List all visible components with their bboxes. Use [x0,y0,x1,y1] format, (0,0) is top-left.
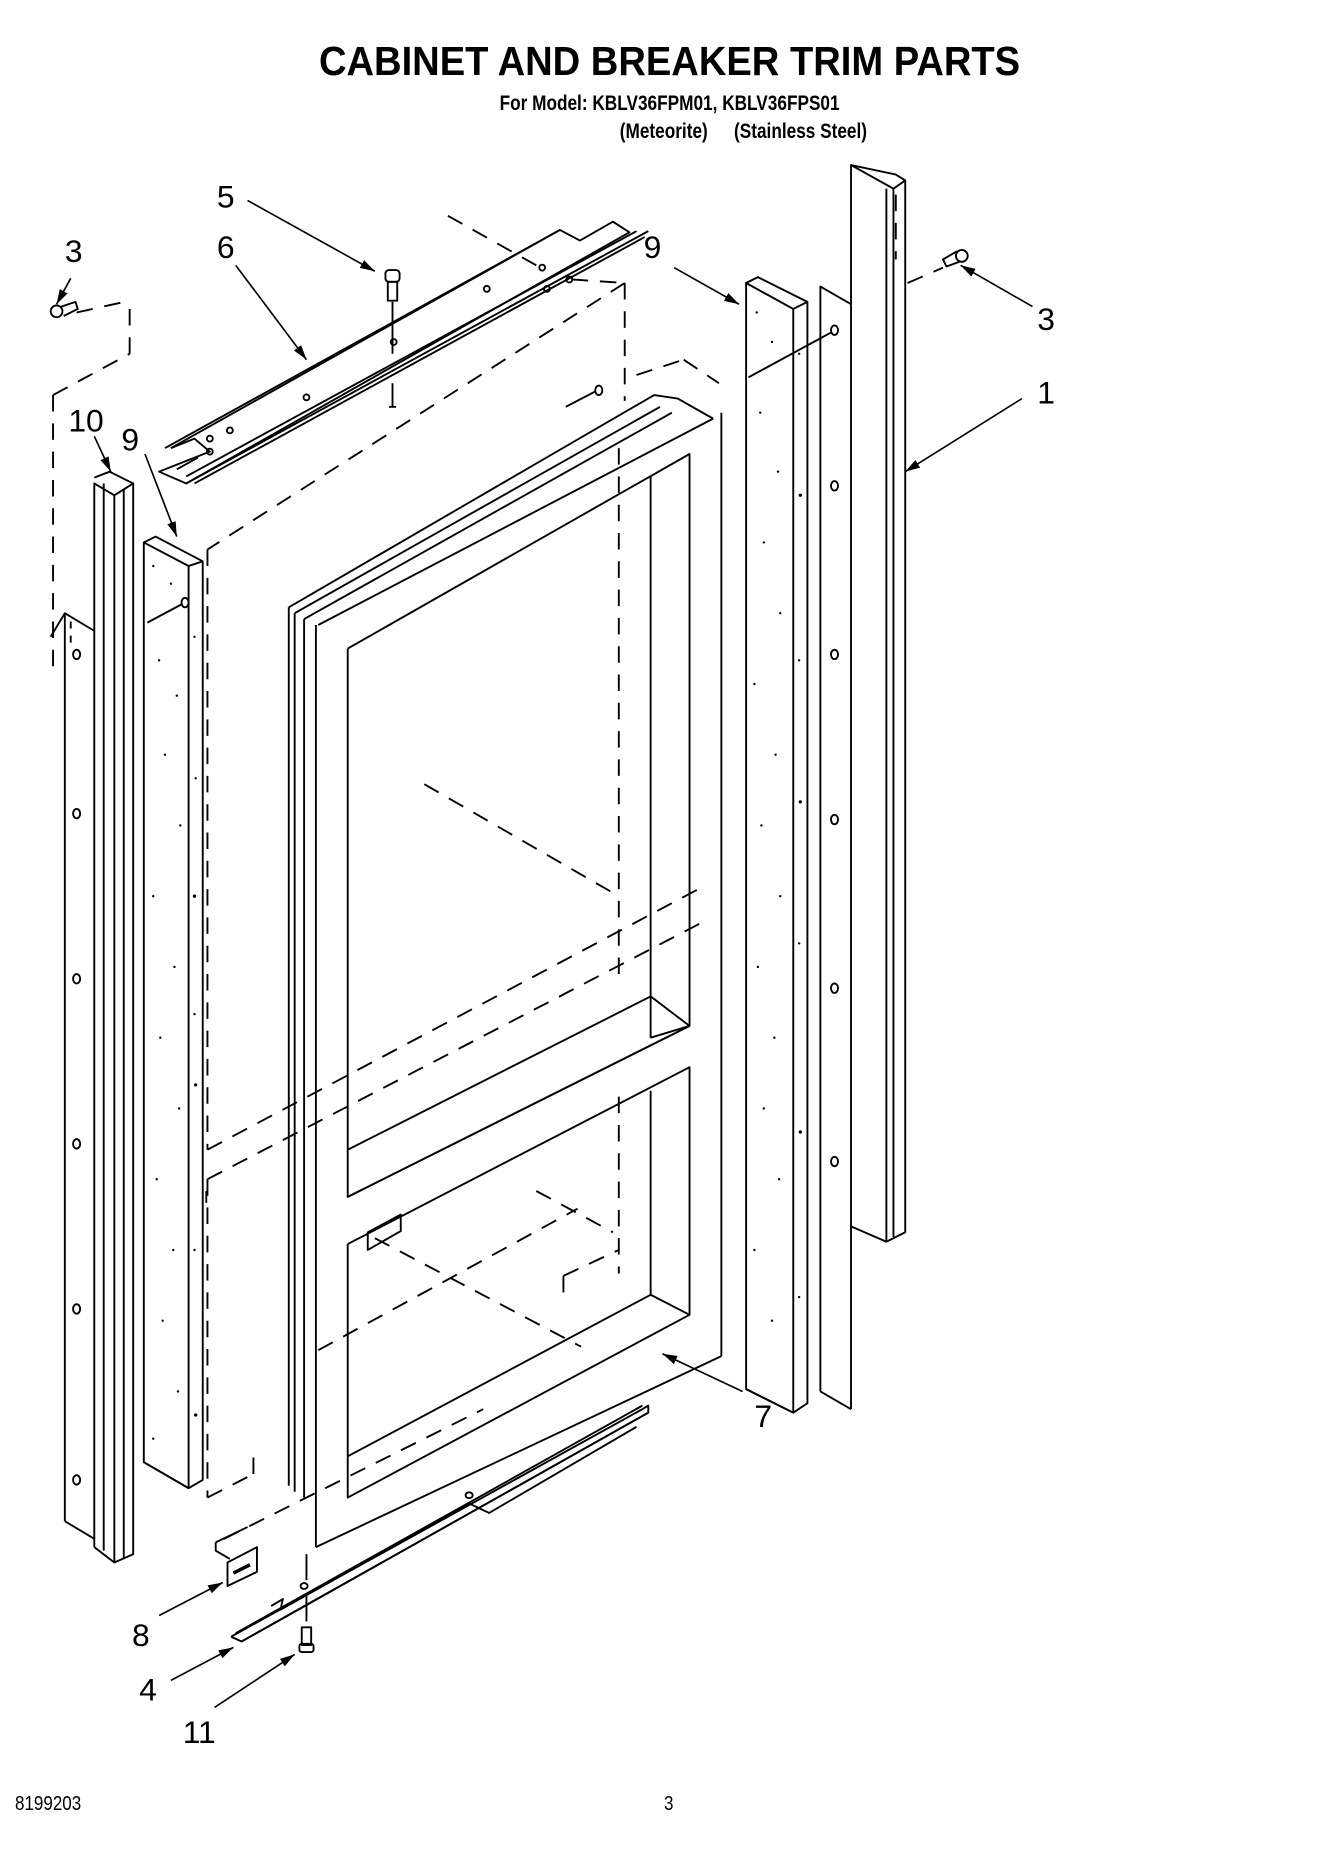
right-trim-channel [819,164,907,1410]
callout-6: 6 [217,229,235,265]
screw-5 [384,269,401,302]
callout-7: 7 [754,1398,772,1434]
variant-meteorite: (Meteorite) [619,120,708,143]
clip-8 [214,1526,258,1587]
callout-3-right: 3 [1037,301,1055,337]
foam-texture [152,311,802,1440]
callout-9-right: 9 [644,229,662,265]
screw-3-left [49,300,79,319]
document-number: 8199203 [15,1793,82,1815]
callout-labels: 5 6 3 9 3 1 10 9 7 8 4 11 [65,179,1055,1750]
top-trim-bracket [158,220,649,485]
bottom-trim-bracket [230,1404,650,1643]
model-variants: (Meteorite) (Stainless Steel) [121,118,1219,146]
callout-8: 8 [132,1617,150,1653]
right-foam-strip [745,276,839,1414]
screw-3-right [942,249,969,268]
callout-3-left: 3 [65,233,83,269]
callout-9-left: 9 [121,421,139,457]
leader-lines [55,199,1033,1709]
page-title: CABINET AND BREAKER TRIM PARTS [318,38,1021,84]
callout-5: 5 [217,179,235,215]
cabinet-outline-dashed [52,194,944,1540]
breaker-trim-frame [287,394,723,1548]
left-trim-channel [49,470,135,1564]
model-info: For Model: KBLV36FPM01, KBLV36FPS01 (Met… [121,90,1219,146]
callout-1: 1 [1037,374,1055,410]
page-number: 3 [664,1793,674,1815]
model-numbers: For Model: KBLV36FPM01, KBLV36FPS01 [499,92,840,115]
callout-4: 4 [139,1671,157,1707]
callout-11: 11 [183,1714,216,1750]
left-foam-strip [142,535,204,1490]
callout-10: 10 [68,403,103,439]
screw-11 [298,1594,315,1654]
variant-stainless: (Stainless Steel) [733,120,868,143]
